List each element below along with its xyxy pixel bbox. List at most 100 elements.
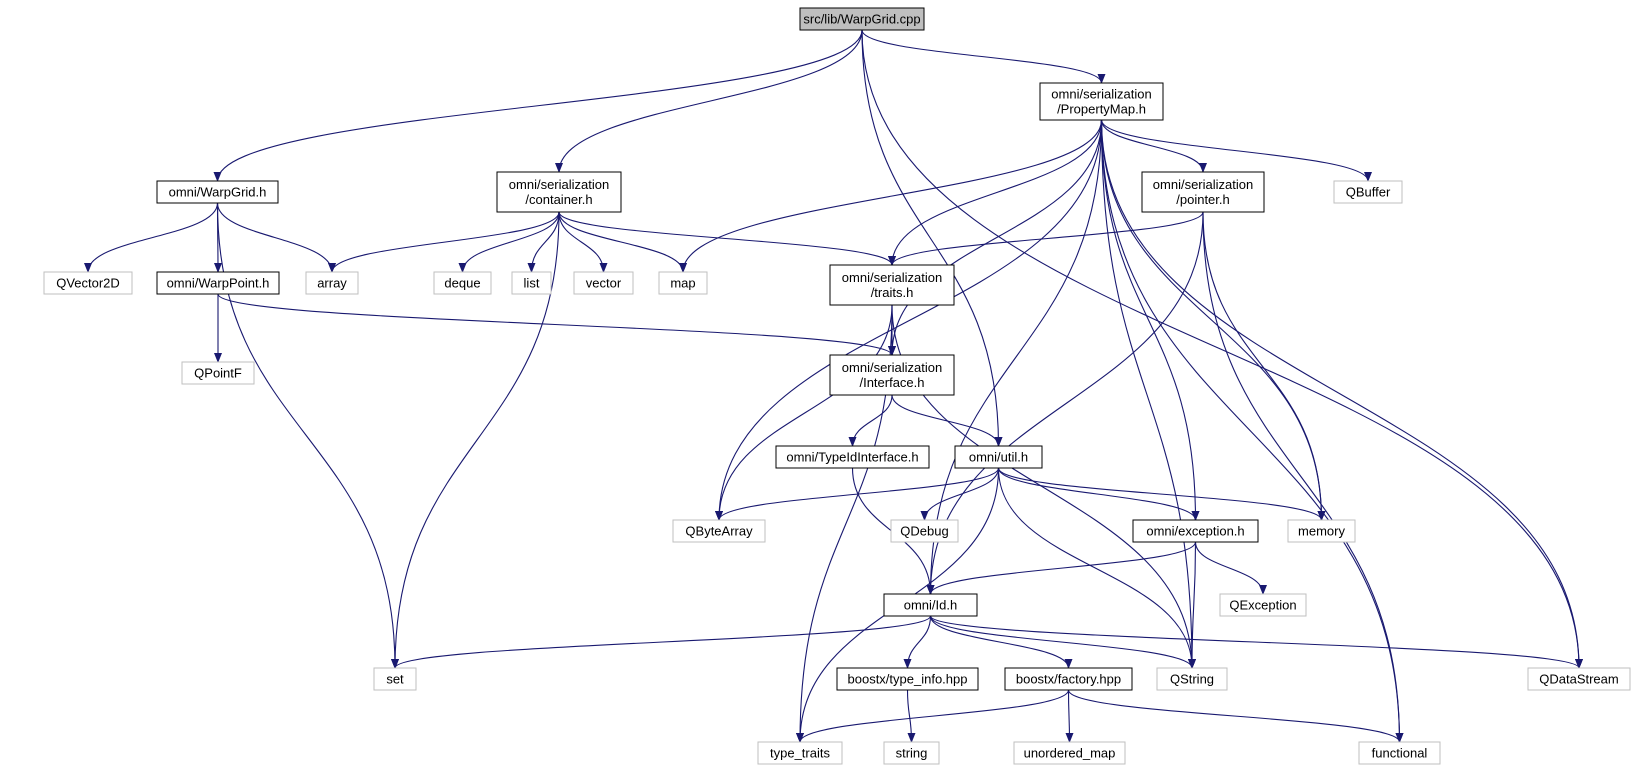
edge-container-to-map — [558, 211, 687, 273]
edge-interface-to-typeidinterface — [848, 394, 893, 447]
node-propertymap[interactable]: omni/serialization/PropertyMap.h — [1039, 82, 1164, 121]
node-box — [1219, 593, 1307, 617]
node-box — [156, 271, 280, 295]
edge-typeinfo-to-string — [906, 689, 916, 743]
node-util[interactable]: omni/util.h — [954, 445, 1043, 469]
node-typeinfo[interactable]: boostx/type_info.hpp — [836, 667, 979, 691]
node-box — [181, 361, 255, 385]
node-qbuffer: QBuffer — [1333, 180, 1403, 204]
edge-warpgrid-to-warppoint — [213, 202, 222, 273]
node-qdatastream: QDataStream — [1527, 667, 1631, 691]
node-box — [1039, 82, 1164, 121]
node-label: omni/serialization — [1051, 87, 1151, 102]
node-box — [829, 264, 955, 306]
node-label: memory — [1298, 524, 1345, 539]
edge-util-to-memory — [997, 467, 1326, 521]
node-warppoint[interactable]: omni/WarpPoint.h — [156, 271, 280, 295]
node-label: omni/util.h — [969, 450, 1028, 465]
edge-exception-to-qstring — [1188, 541, 1197, 669]
edge-propertymap-to-qstring — [1100, 119, 1196, 669]
edge-warpgrid-to-array — [216, 202, 336, 273]
node-box — [1013, 741, 1126, 765]
edge-factory-to-unorderedmap — [1065, 689, 1074, 743]
node-label: omni/serialization — [509, 177, 609, 192]
node-label: QVector2D — [56, 276, 120, 291]
edge-pointer-to-functional — [1202, 211, 1404, 743]
node-id[interactable]: omni/Id.h — [883, 593, 978, 617]
node-label: list — [524, 276, 540, 291]
node-box — [672, 519, 766, 543]
edge-propertymap-to-qbytearray — [715, 119, 1103, 521]
node-label: type_traits — [770, 746, 830, 761]
node-label: QString — [1170, 672, 1214, 687]
edge-container-to-deque — [458, 211, 560, 273]
node-factory[interactable]: boostx/factory.hpp — [1004, 667, 1133, 691]
edge-pointer-to-traits — [888, 211, 1204, 266]
node-label: set — [386, 672, 404, 687]
node-label: QByteArray — [685, 524, 753, 539]
node-label: src/lib/WarpGrid.cpp — [803, 12, 920, 27]
edge-container-to-set — [391, 211, 560, 669]
node-box — [883, 593, 978, 617]
node-string: string — [883, 741, 940, 765]
node-label: omni/Id.h — [904, 598, 957, 613]
node-box — [433, 271, 492, 295]
node-qstring: QString — [1156, 667, 1228, 691]
node-box — [954, 445, 1043, 469]
node-box — [775, 445, 930, 469]
node-typeidinterface[interactable]: omni/TypeIdInterface.h — [775, 445, 930, 469]
edge-propertymap-to-map — [679, 119, 1103, 273]
node-map: map — [658, 271, 708, 295]
node-label: omni/TypeIdInterface.h — [786, 450, 918, 465]
node-box — [1333, 180, 1403, 204]
node-label: QBuffer — [1346, 185, 1391, 200]
edge-util-to-qdebug — [920, 467, 1000, 521]
node-label: omni/serialization — [842, 270, 942, 285]
node-set: set — [373, 667, 417, 691]
node-label: QDataStream — [1539, 672, 1618, 687]
node-interface[interactable]: omni/serialization/Interface.h — [829, 354, 955, 396]
edge-util-to-qbytearray — [715, 467, 1000, 521]
node-qvector2d: QVector2D — [43, 271, 133, 295]
edge-warppoint-to-interface — [217, 293, 896, 356]
node-pointer[interactable]: omni/serialization/pointer.h — [1141, 171, 1265, 213]
edge-traits-to-qbytearray — [715, 304, 893, 521]
node-exception[interactable]: omni/exception.h — [1132, 519, 1259, 543]
edge-container-to-vector — [558, 211, 608, 273]
edge-root-to-qdatastream — [861, 29, 1583, 669]
edge-container-to-traits — [558, 211, 896, 266]
edge-id-to-set — [391, 615, 932, 669]
node-container[interactable]: omni/serialization/container.h — [496, 171, 622, 213]
edge-factory-to-functional — [1067, 689, 1404, 743]
node-label: map — [670, 276, 695, 291]
node-label: omni/serialization — [1153, 177, 1253, 192]
edge-root-to-propertymap — [861, 29, 1106, 84]
edge-id-to-qdatastream — [929, 615, 1583, 669]
node-box — [305, 271, 359, 295]
node-box — [883, 741, 940, 765]
edge-id-to-typeinfo — [903, 615, 932, 669]
node-root[interactable]: src/lib/WarpGrid.cpp — [799, 7, 925, 31]
node-box — [156, 180, 279, 204]
node-box — [1141, 171, 1265, 213]
node-box — [1156, 667, 1228, 691]
node-box — [836, 667, 979, 691]
node-deque: deque — [433, 271, 492, 295]
node-label: omni/WarpGrid.h — [169, 185, 267, 200]
node-box — [573, 271, 634, 295]
edge-propertymap-to-exception — [1100, 119, 1200, 521]
edge-util-to-exception — [997, 467, 1200, 521]
node-box — [43, 271, 133, 295]
node-qdebug: QDebug — [890, 519, 959, 543]
node-label: deque — [444, 276, 480, 291]
node-unorderedmap: unordered_map — [1013, 741, 1126, 765]
node-warpgrid[interactable]: omni/WarpGrid.h — [156, 180, 279, 204]
edge-exception-to-qexception — [1194, 541, 1267, 595]
edge-util-to-qstring — [997, 467, 1196, 669]
node-traits[interactable]: omni/serialization/traits.h — [829, 264, 955, 306]
node-qexception: QException — [1219, 593, 1307, 617]
node-label: boostx/type_info.hpp — [848, 672, 968, 687]
node-box — [1132, 519, 1259, 543]
node-label: boostx/factory.hpp — [1016, 672, 1121, 687]
